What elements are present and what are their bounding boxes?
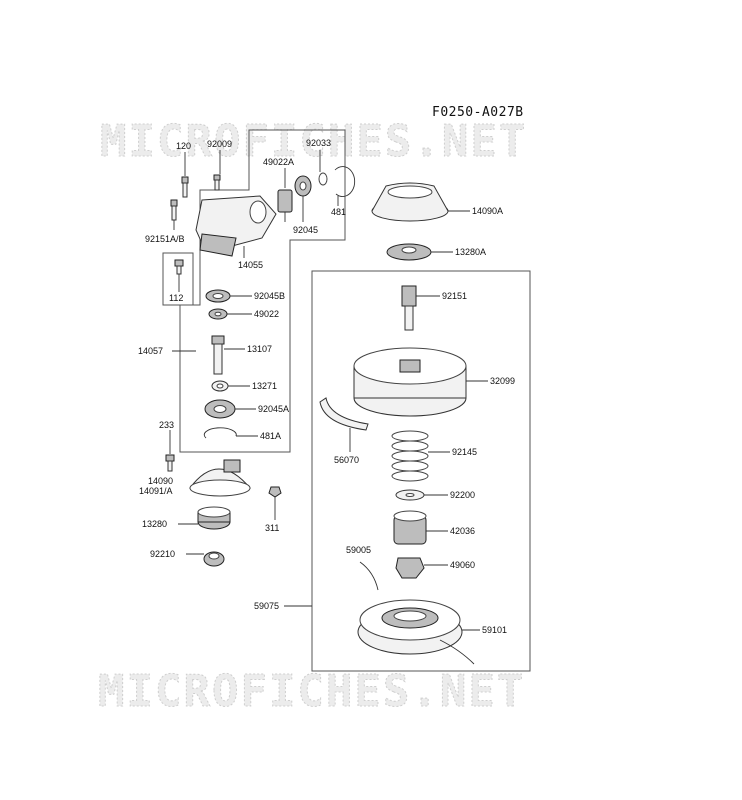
label-92045A: 92045A xyxy=(258,404,289,414)
label-92210: 92210 xyxy=(150,549,175,559)
watermark-bottom: MICROFICHES.NET xyxy=(98,666,525,717)
label-92009: 92009 xyxy=(207,139,232,149)
label-49022: 49022 xyxy=(254,309,279,319)
part-collar-13271 xyxy=(211,380,229,392)
label-14055: 14055 xyxy=(238,260,263,270)
part-washer-92200 xyxy=(395,489,425,501)
watermark-top: MICROFICHES.NET xyxy=(100,116,527,167)
label-32099: 32099 xyxy=(490,376,515,386)
label-481A: 481A xyxy=(260,431,281,441)
part-screw-92151AB xyxy=(170,199,178,221)
cutter-head-frame xyxy=(311,270,531,672)
label-59005: 59005 xyxy=(346,545,371,555)
part-spring-92145 xyxy=(391,430,429,482)
label-112: 112 xyxy=(169,293,183,303)
part-bearing-92045A xyxy=(204,399,236,419)
label-92045: 92045 xyxy=(293,225,318,235)
part-screw-92009 xyxy=(213,174,221,191)
part-spool-base-32099 xyxy=(353,347,467,417)
label-92145: 92145 xyxy=(452,447,477,457)
label-233: 233 xyxy=(159,420,174,430)
part-bearing-92045 xyxy=(294,175,312,197)
part-knob-42036 xyxy=(393,510,427,545)
label-481: 481 xyxy=(331,207,346,217)
label-92151AB: 92151A/B xyxy=(145,234,185,244)
label-14091A: 14091/A xyxy=(139,486,173,496)
part-holder-13280 xyxy=(197,506,231,530)
part-nut-311 xyxy=(268,486,282,498)
label-311: 311 xyxy=(265,523,279,533)
part-strip-56070 xyxy=(319,397,369,431)
diagram-code: F0250-A027B xyxy=(432,105,524,120)
label-14057: 14057 xyxy=(138,346,163,356)
part-bolt-92151 xyxy=(401,285,417,331)
part-gear-49022 xyxy=(208,308,228,320)
label-13107: 13107 xyxy=(247,344,272,354)
part-spool-59101 xyxy=(357,599,475,665)
part-shim-92033 xyxy=(318,172,328,186)
part-bolt-120 xyxy=(181,176,189,198)
part-nut-92210 xyxy=(203,551,225,567)
part-guard-14090 xyxy=(189,459,251,497)
label-42036: 42036 xyxy=(450,526,475,536)
label-92200: 92200 xyxy=(450,490,475,500)
part-bearing-92045B xyxy=(205,289,231,303)
part-bolt-233 xyxy=(165,454,175,472)
label-59075: 59075 xyxy=(254,601,279,611)
part-line-59005 xyxy=(359,561,379,591)
part-bolt-112 xyxy=(174,259,184,275)
part-gear-49022A xyxy=(277,189,293,222)
part-nut-49060 xyxy=(395,557,425,579)
part-gear-case-14055 xyxy=(195,195,277,257)
part-snap-ring-481 xyxy=(334,166,356,197)
part-shaft-13107 xyxy=(211,335,225,375)
label-56070: 56070 xyxy=(334,455,359,465)
part-washer-13280A xyxy=(386,243,432,261)
label-92045B: 92045B xyxy=(254,291,285,301)
label-13271: 13271 xyxy=(252,381,277,391)
label-14090: 14090 xyxy=(148,476,173,486)
bolt-112-frame xyxy=(162,252,194,306)
part-cover-14090A xyxy=(371,182,449,222)
label-13280A: 13280A xyxy=(455,247,486,257)
label-13280: 13280 xyxy=(142,519,167,529)
label-59101: 59101 xyxy=(482,625,507,635)
label-49060: 49060 xyxy=(450,560,475,570)
label-92151: 92151 xyxy=(442,291,467,301)
label-14090A: 14090A xyxy=(472,206,503,216)
label-120: 120 xyxy=(176,141,191,151)
label-92033: 92033 xyxy=(306,138,331,148)
leader-lines xyxy=(169,150,488,631)
label-49022A: 49022A xyxy=(263,157,294,167)
part-snap-ring-481A xyxy=(203,427,237,439)
part-labels: 120 92009 92033 49022A 481 92045 92151A/… xyxy=(138,138,515,635)
